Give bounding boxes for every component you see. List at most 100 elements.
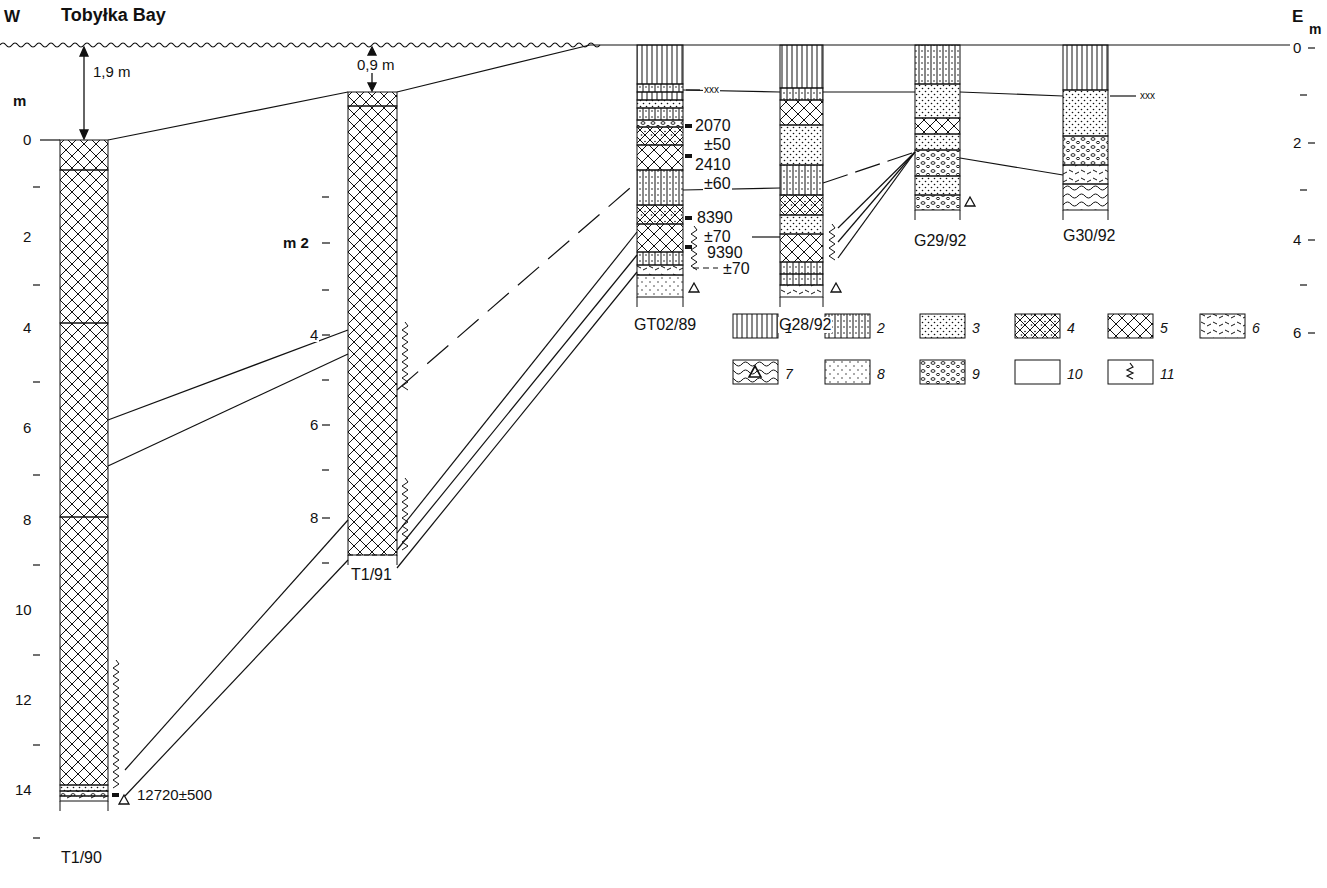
- layer: [780, 45, 823, 88]
- layer: [915, 118, 960, 134]
- layer: [637, 265, 683, 275]
- layer: [780, 274, 823, 285]
- layer: [780, 285, 823, 297]
- axis-tick: [33, 474, 40, 475]
- axis-number: 8: [22, 512, 32, 527]
- radiocarbon-date: ±50: [703, 137, 732, 153]
- legend-sample: [1108, 314, 1153, 338]
- borehole-columns: [60, 45, 1108, 811]
- axis-number: 12: [14, 692, 33, 707]
- drawing-part: [693, 267, 718, 268]
- axis-number: 6: [309, 417, 319, 432]
- legend-sample: [1200, 314, 1245, 338]
- layer: [780, 88, 823, 100]
- axis-number: 8: [309, 510, 319, 525]
- layer: [1063, 90, 1108, 136]
- layer: [637, 275, 683, 297]
- legend-number: 7: [785, 367, 793, 381]
- layer: [348, 92, 397, 106]
- axis-tick: [1308, 142, 1315, 143]
- layer: [915, 150, 960, 176]
- column-edge: [60, 801, 61, 811]
- layer: [780, 165, 823, 195]
- zigzag-symbol: [829, 224, 835, 260]
- legend-sample: [733, 314, 778, 338]
- axis-number: 0: [22, 132, 32, 147]
- radiocarbon-date: ±60: [703, 176, 732, 192]
- drawing-part: [397, 45, 590, 92]
- drawing-part: [397, 272, 637, 568]
- legend-number: 11: [1160, 367, 1175, 381]
- axis-unit: m: [12, 93, 27, 108]
- triangle-symbol: [965, 197, 975, 206]
- axis-number: 2: [22, 229, 32, 244]
- column-edge: [1063, 210, 1064, 220]
- axis-tick: [33, 744, 40, 745]
- layer: [915, 176, 960, 195]
- axis-tick: [322, 424, 330, 425]
- layer: [637, 145, 683, 170]
- axis-number: 10: [14, 602, 33, 617]
- borehole-name: G30/92: [1062, 228, 1116, 244]
- axis-unit: m: [1308, 22, 1322, 36]
- legend-number: 1: [785, 321, 793, 335]
- axis-number: 0: [1292, 40, 1302, 55]
- layer: [637, 120, 683, 127]
- axis-tick: [322, 379, 329, 380]
- drawing-part: [125, 560, 348, 796]
- axis-tick: [33, 186, 40, 187]
- drawing-part: [397, 182, 637, 390]
- axis-tick: [322, 242, 330, 243]
- layer: [780, 100, 823, 125]
- drawing-part: [686, 89, 700, 90]
- axis-number: 2: [1292, 135, 1302, 150]
- legend-sample: [1015, 314, 1060, 338]
- axis-tick: [1300, 189, 1307, 190]
- correlation-lines: [108, 90, 1136, 796]
- triangle-symbol: [119, 795, 129, 804]
- layer: [915, 45, 960, 84]
- place-name: Tobyłka Bay: [60, 6, 167, 24]
- layer: [60, 170, 108, 323]
- layer: [348, 106, 397, 555]
- axis-tick: [1308, 47, 1315, 48]
- column-edge: [397, 555, 398, 565]
- layer: [1063, 136, 1108, 165]
- axis-tick: [33, 564, 40, 565]
- borehole-name: G29/92: [913, 233, 967, 249]
- column-edge: [960, 210, 961, 220]
- axis-tick: [1308, 239, 1315, 240]
- layer: [1063, 45, 1108, 90]
- radiocarbon-date: ±70: [722, 261, 751, 277]
- axis-number: 4: [1292, 232, 1302, 247]
- legend-sample: [920, 314, 965, 338]
- layer: [637, 252, 683, 265]
- borehole-name: T1/90: [60, 850, 103, 866]
- column-edge: [780, 297, 781, 307]
- drawing-part: [1110, 95, 1136, 96]
- borehole-name: GT02/89: [633, 317, 697, 333]
- layer: [637, 84, 683, 92]
- water-surface: [0, 43, 1290, 140]
- drawing-part: [368, 47, 376, 55]
- legend-number: 3: [972, 321, 980, 335]
- column-edge: [823, 297, 824, 307]
- legend-number: 10: [1067, 367, 1083, 381]
- drawing-part: [108, 354, 348, 466]
- axis-tick: [1300, 284, 1307, 285]
- drawing-part: [108, 330, 348, 420]
- axis-tick: [322, 334, 330, 335]
- drawing-part: [838, 152, 915, 258]
- drawing-part: [960, 92, 1063, 96]
- axis-tick: [1308, 332, 1315, 333]
- layer: [637, 108, 683, 120]
- layer: [780, 262, 823, 274]
- drawing-part: [125, 520, 348, 770]
- axis-tick: [322, 289, 329, 290]
- radiocarbon-date: 12720±500: [136, 787, 213, 802]
- layer: [915, 84, 960, 118]
- layer: [780, 125, 823, 165]
- axis-tick: [322, 562, 329, 563]
- legend-number: 2: [877, 321, 885, 335]
- axis-tick: [322, 469, 329, 470]
